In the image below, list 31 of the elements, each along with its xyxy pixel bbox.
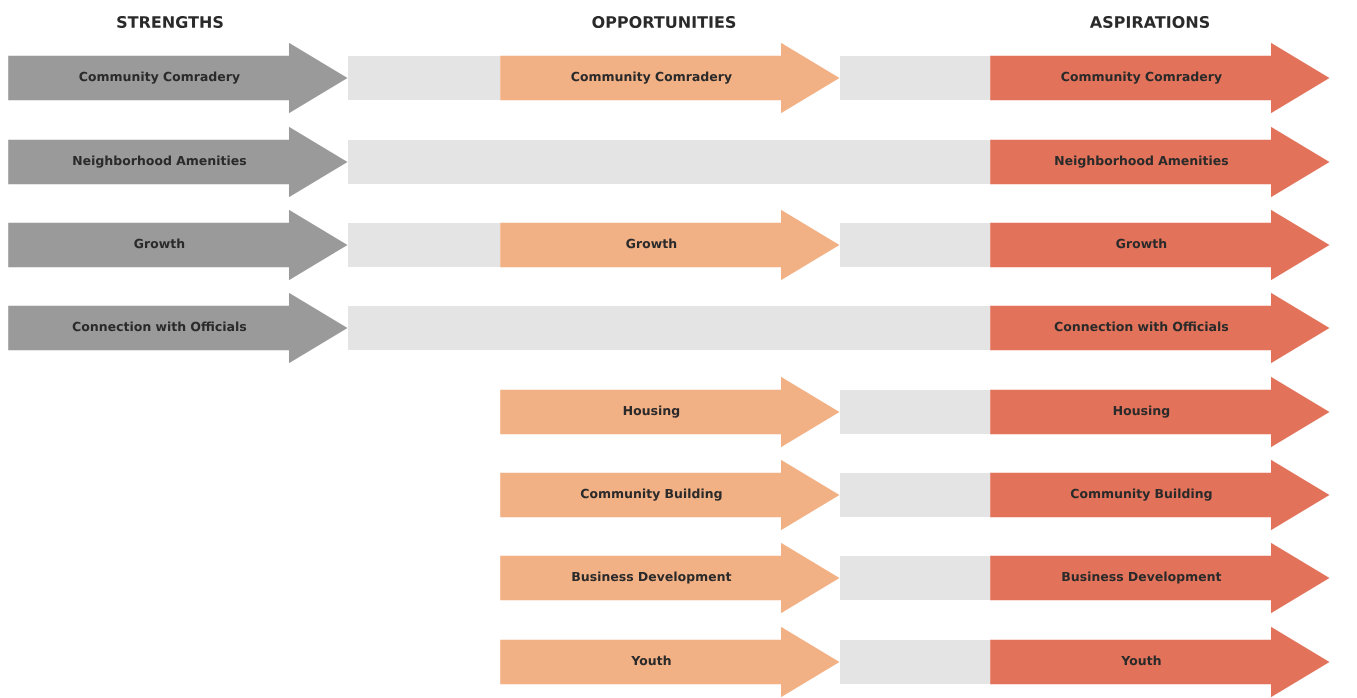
column-heading: OPPORTUNITIES bbox=[592, 15, 736, 29]
arrow-box: Neighborhood Amenities bbox=[8, 126, 348, 198]
connector-band bbox=[840, 56, 990, 100]
arrow-box: Business Development bbox=[990, 542, 1330, 614]
arrow-box: Youth bbox=[500, 626, 840, 698]
arrow-box: Community Building bbox=[500, 459, 840, 531]
column-heading: STRENGTHS bbox=[117, 15, 223, 29]
connector-band bbox=[840, 473, 990, 517]
arrow-box: Connection with Officials bbox=[990, 292, 1330, 364]
arrow-box: Business Development bbox=[500, 542, 840, 614]
connector-band bbox=[840, 390, 990, 434]
arrow-box: Neighborhood Amenities bbox=[990, 126, 1330, 198]
arrow-box: Growth bbox=[990, 209, 1330, 281]
arrow-box: Community Comradery bbox=[8, 42, 348, 114]
connector-band bbox=[347, 56, 500, 100]
connector-band bbox=[840, 223, 990, 267]
connector-band bbox=[840, 556, 990, 600]
connector-band bbox=[347, 306, 990, 350]
arrow-box: Community Comradery bbox=[990, 42, 1330, 114]
column-heading: ASPIRATIONS bbox=[1089, 15, 1210, 29]
arrow-box: Community Comradery bbox=[500, 42, 840, 114]
connector-band bbox=[347, 223, 500, 267]
arrow-box: Housing bbox=[500, 376, 840, 448]
arrow-box: Growth bbox=[8, 209, 348, 281]
arrow-box: Housing bbox=[990, 376, 1330, 448]
arrow-box: Growth bbox=[500, 209, 840, 281]
arrow-box: Youth bbox=[990, 626, 1330, 698]
arrow-box: Community Building bbox=[990, 459, 1330, 531]
connector-band bbox=[347, 140, 990, 184]
arrow-box: Connection with Officials bbox=[8, 292, 348, 364]
connector-band bbox=[840, 640, 990, 684]
